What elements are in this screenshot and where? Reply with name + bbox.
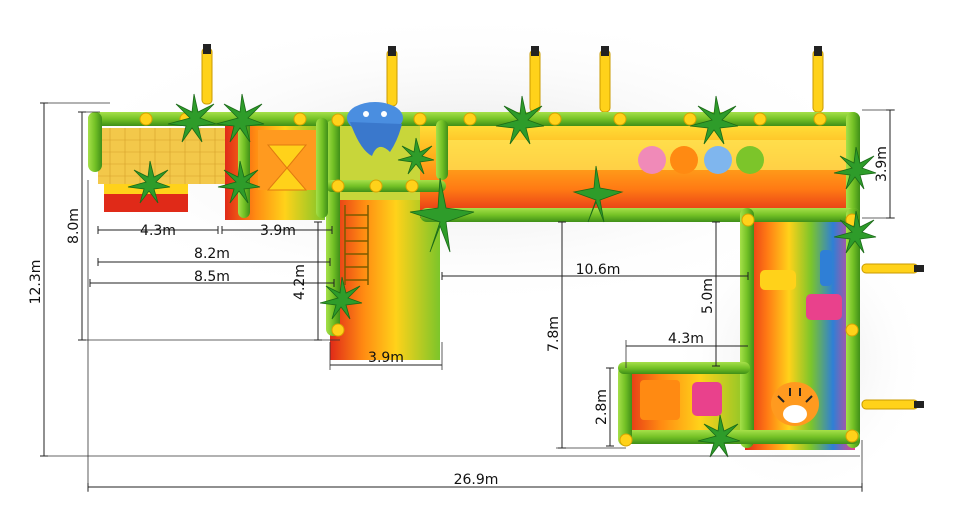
label-inner-height: 7.8m [546,316,562,352]
label-bottom-module-height: 2.8m [594,389,610,425]
octopus-figure [347,102,403,156]
label-entry-width: 4.3m [140,223,176,239]
label-mid-bottom-width: 3.9m [368,350,404,366]
cartoon-faces [638,146,764,174]
label-top-right-height: 3.9m [874,146,890,182]
blower-tubes-top [201,47,824,113]
yellow-pole-caps [139,112,859,447]
label-inner-width: 4.3m [668,331,704,347]
tiger-head-figure [771,382,819,426]
left-module-net [98,128,238,184]
label-right-drop: 5.0m [700,278,716,314]
label-left-depth: 8.0m [66,208,82,244]
left-module-step-red [104,192,188,212]
label-span-8-5: 8.5m [194,269,230,285]
dimension-lines [40,102,895,492]
inflatable-structure [88,44,924,458]
middle-ladder [344,205,369,285]
left-slide-hourglass [266,144,308,191]
label-span-8-2: 8.2m [194,246,230,262]
left-module-floor [98,128,238,184]
label-entry-next-width: 3.9m [260,223,296,239]
label-mid-depth: 4.2m [292,264,308,300]
blower-caps-top [203,44,822,56]
blower-tubes-right [861,263,919,410]
label-total-height: 12.3m [28,260,44,305]
obstacle-pads [640,250,842,420]
label-total-width: 26.9m [454,472,499,488]
blower-caps-right [914,265,924,408]
label-upper-span: 10.6m [576,262,621,278]
dimension-labels: 12.3m 8.0m 4.3m 3.9m 8.2m 8.5m 4.2m 3.9m… [28,146,890,488]
palm-trees [127,93,877,458]
